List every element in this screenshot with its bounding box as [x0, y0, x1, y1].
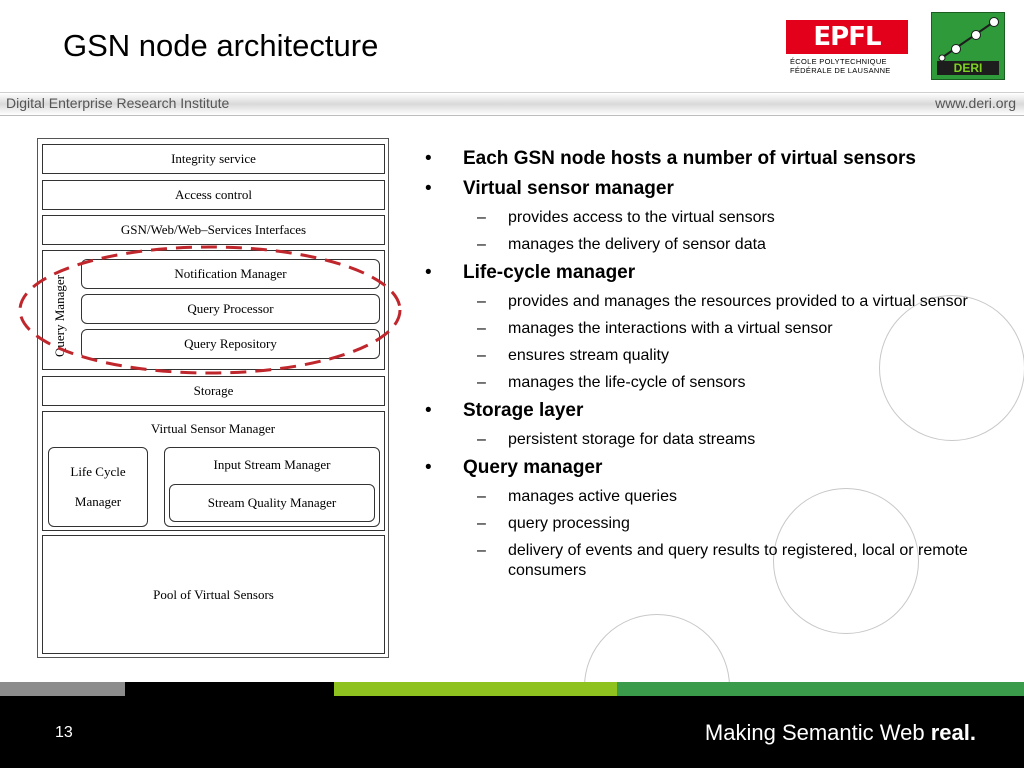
virtual-sensor-manager-label: Virtual Sensor Manager [150, 421, 276, 436]
strip-green [617, 682, 1024, 696]
deri-logo: DERI [931, 12, 1005, 80]
storage-box: Storage [42, 376, 385, 406]
sub-bullet-item: manages the interactions with a virtual … [425, 319, 1020, 339]
epfl-logo: EPFL ÉCOLE POLYTECHNIQUE FÉDÉRALE DE LAU… [786, 20, 908, 78]
interfaces-box: GSN/Web/Web–Services Interfaces [42, 215, 385, 245]
integrity-service-label: Integrity service [171, 151, 256, 166]
pool-of-virtual-sensors-label: Pool of Virtual Sensors [153, 586, 274, 602]
sub-bullet-item: manages the life-cycle of sensors [425, 373, 1020, 393]
sub-bullet-item: manages active queries [425, 487, 1020, 507]
stream-quality-manager-label: Stream Quality Manager [207, 495, 337, 510]
slogan-regular: Making Semantic Web [704, 720, 925, 745]
strip-lime [334, 682, 617, 696]
query-processor-label: Query Processor [187, 301, 274, 316]
page-number: 13 [55, 724, 73, 741]
footer-bar [0, 696, 1024, 768]
sub-bullet-item: persistent storage for data streams [425, 430, 1020, 450]
architecture-diagram: Integrity service Access control GSN/Web… [37, 138, 389, 658]
slogan-bold: real. [930, 720, 976, 745]
epfl-logo-line1: ÉCOLE POLYTECHNIQUE [790, 57, 887, 66]
query-repository-label: Query Repository [184, 336, 277, 351]
website-url: www.deri.org [935, 95, 1016, 111]
interfaces-label: GSN/Web/Web–Services Interfaces [120, 222, 307, 237]
bullet-item: Life-cycle manager [425, 262, 1020, 284]
query-repository-box: Query Repository [81, 329, 380, 359]
notification-manager-label: Notification Manager [174, 266, 287, 281]
sub-bullet-item: ensures stream quality [425, 346, 1020, 366]
access-control-label: Access control [175, 187, 252, 202]
strip-gray [0, 682, 125, 696]
life-cycle-label-line2: Manager [74, 494, 122, 509]
access-control-box: Access control [42, 180, 385, 210]
strip-black [125, 682, 334, 696]
deri-logo-text: DERI [937, 61, 999, 75]
integrity-service-box: Integrity service [42, 144, 385, 174]
epfl-logo-line2: FÉDÉRALE DE LAUSANNE [790, 66, 891, 75]
institute-name: Digital Enterprise Research Institute [6, 95, 230, 111]
bullet-item: Query manager [425, 457, 1020, 479]
epfl-logo-mark: EPFL [813, 22, 881, 52]
storage-label: Storage [193, 383, 234, 398]
input-stream-manager-label: Input Stream Manager [213, 457, 331, 472]
sub-bullet-item: delivery of events and query results to … [425, 541, 1020, 581]
bullet-item: Virtual sensor manager [425, 178, 1020, 200]
header-band: Digital Enterprise Research Institute ww… [0, 92, 1024, 116]
sub-bullet-item: query processing [425, 514, 1020, 534]
bullet-item: Storage layer [425, 400, 1020, 422]
stream-quality-manager-box: Stream Quality Manager [169, 484, 375, 522]
life-cycle-manager-box: Life Cycle Manager [48, 447, 148, 527]
deri-logo-graphic [938, 17, 999, 62]
footer-color-strips [0, 682, 1024, 696]
life-cycle-label-line1: Life Cycle [70, 464, 126, 479]
bullet-list: Each GSN node hosts a number of virtual … [425, 148, 1020, 588]
bullet-item: Each GSN node hosts a number of virtual … [425, 148, 1020, 170]
sub-bullet-item: provides access to the virtual sensors [425, 208, 1020, 228]
sub-bullet-item: provides and manages the resources provi… [425, 292, 1020, 312]
footer-slogan: Making Semantic Web real. [705, 720, 976, 746]
sub-bullet-item: manages the delivery of sensor data [425, 235, 1020, 255]
pool-of-virtual-sensors-box: Pool of Virtual Sensors [42, 535, 385, 654]
slide-title: GSN node architecture [63, 28, 379, 63]
highlight-ellipse [18, 245, 402, 375]
notification-manager-box: Notification Manager [81, 259, 380, 289]
query-processor-box: Query Processor [81, 294, 380, 324]
